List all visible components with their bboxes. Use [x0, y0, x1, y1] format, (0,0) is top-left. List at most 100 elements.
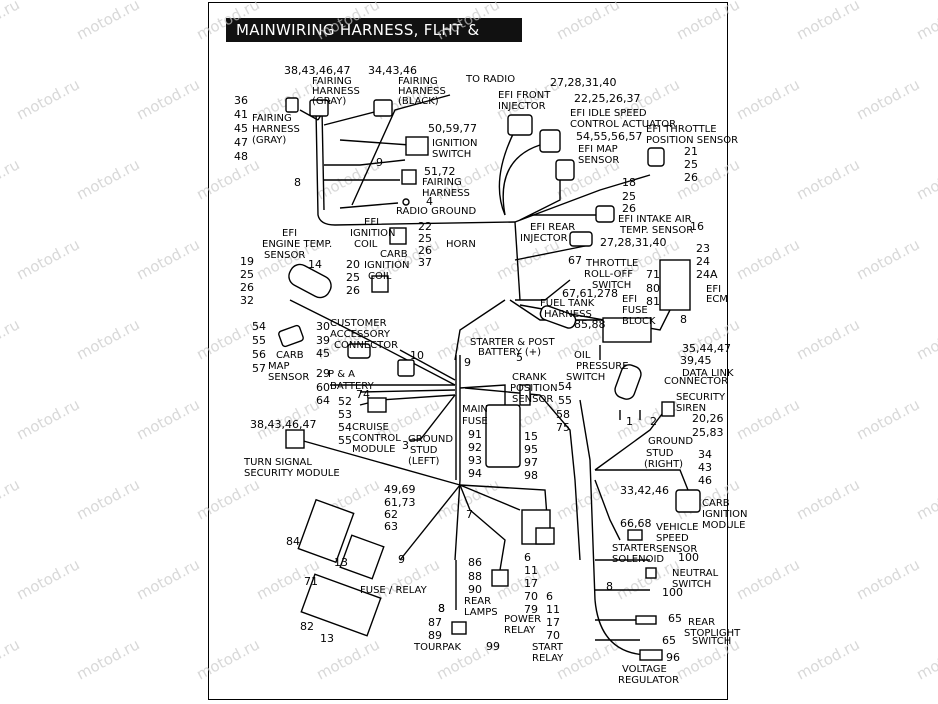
label-fairing-gray-2-7: (GRAY): [252, 135, 286, 146]
label-fairing-gray-1-0: 38,43,46,47: [284, 64, 350, 77]
watermark-text: motod.ru: [733, 555, 802, 603]
carb-map-sensor: [278, 324, 304, 348]
label-fuel-tank-harness-2: 85,88: [574, 318, 606, 331]
label-throttle-rolloff-4: 67,61,278: [562, 287, 618, 300]
label-efi-throttle-3: 21: [684, 145, 698, 158]
label-main-fuse-right-0: 15: [524, 430, 538, 443]
label-efi-engine-temp-5: 26: [240, 281, 254, 294]
starter-solenoid-connector: [627, 529, 643, 541]
label-customer-accessory-2: 45: [316, 347, 330, 360]
label-efi-throttle-4: 25: [684, 158, 698, 171]
label-ground-stud-left-0: GROUND: [408, 434, 453, 445]
label-efi-idle-2: CONTROL ACTUATOR: [570, 119, 676, 130]
label-rear-lamps-3: 90: [468, 583, 482, 596]
watermark-text: motod.ru: [853, 75, 922, 123]
label-fairing-black-0: 34,43,46: [368, 64, 417, 77]
label-carb-ignition-coil-4: 25: [346, 271, 360, 284]
label-main-fuse-1: FUSE: [462, 416, 488, 427]
label-voltage-regulator-1: VOLTAGE: [622, 664, 667, 675]
watermark-text: motod.ru: [193, 155, 262, 203]
label-throttle-rolloff-2: ROLL-OFF: [584, 269, 633, 280]
label-efi-engine-temp-2: SENSOR: [264, 250, 305, 261]
label-start-relay-3: 70: [546, 629, 560, 642]
label-efi-ecm-7: 81: [646, 295, 660, 308]
label-turn-signal-2: SECURITY MODULE: [244, 468, 340, 479]
label-ground-stud-right-2: (RIGHT): [644, 459, 683, 470]
label-turn-signal-0: 38,43,46,47: [250, 418, 316, 431]
watermark-text: motod.ru: [13, 75, 82, 123]
label-efi-intake-2: 26: [622, 202, 636, 215]
label-fairing-harness-2-2: HARNESS: [422, 188, 470, 199]
fairing-connector-black: [373, 99, 393, 117]
crank-position-body: [519, 384, 531, 406]
watermark-text: motod.ru: [313, 0, 382, 44]
efi-front-injector: [507, 114, 533, 136]
label-ground-stud-right-4: 2: [650, 415, 657, 428]
label-ignition-switch-1: IGNITION: [432, 138, 478, 149]
label-neutral-switch-2: SWITCH: [672, 579, 711, 590]
label-crank-position-2: SENSOR: [512, 394, 553, 405]
label-carb-ignition-module-1: 43: [698, 461, 712, 474]
watermark-text: motod.ru: [853, 555, 922, 603]
label-carb-ignition-module-3: CARB: [702, 498, 730, 509]
label-customer-accessory-3: CUSTOMER: [330, 318, 387, 329]
label-fairing-gray-2-5: FAIRING: [252, 113, 292, 124]
label-fairing-gray-2-0: 36: [234, 94, 248, 107]
label-data-link-0: 35,44,47: [682, 342, 731, 355]
label-turn-signal-1: TURN SIGNAL: [243, 457, 312, 468]
label-ignition-switch-0: 50,59,77: [428, 122, 477, 135]
label-efi-engine-temp-3: 19: [240, 255, 254, 268]
label-rear-lamps-5: LAMPS: [464, 607, 498, 618]
label-ground-stud-right-3: 1: [626, 415, 633, 428]
label-efi-fuse-block-0: EFI: [622, 294, 637, 305]
start-relay: [535, 527, 555, 545]
label-fuel-tank-harness-1: HARNESS: [544, 309, 592, 320]
efi-engine-temp: [288, 263, 332, 299]
label-rear-lamps-4: REAR: [464, 596, 491, 607]
watermark-text: motod.ru: [133, 75, 202, 123]
label-efi-ignition-coil-4: 25: [418, 232, 432, 245]
efi-intake-sensor: [595, 205, 615, 223]
label-main-fuse-right-2: 97: [524, 456, 538, 469]
label-customer-accessory-1: 39: [316, 334, 330, 347]
label-efi-engine-temp-1: ENGINE TEMP.: [262, 239, 332, 250]
label-p-a-battery-3: P & A: [328, 369, 355, 380]
label-data-link-2: DATA LINK: [682, 368, 734, 379]
watermark-text: motod.ru: [73, 475, 142, 523]
label-main-fuse-0: MAIN: [462, 404, 488, 415]
watermark-text: motod.ru: [733, 75, 802, 123]
label-cruise-control-3: 55: [338, 434, 352, 447]
label-carb-ignition-module-4: IGNITION: [702, 509, 748, 520]
regulator-connector: [639, 649, 663, 661]
label-carb-ignition-coil-2: COIL: [368, 271, 392, 282]
watermark-text: motod.ru: [793, 0, 862, 44]
label-neutral-switch-0: 100: [678, 551, 699, 564]
label-efi-ignition-coil-2: COIL: [354, 239, 378, 250]
main-fuse-body: [485, 404, 521, 468]
label-efi-intake-5: 16: [690, 220, 704, 233]
label-carb-ignition-coil-5: 26: [346, 284, 360, 297]
label-fuel-tank-harness-0: FUEL TANK: [540, 298, 595, 309]
label-fairing-black-3: (BLACK): [398, 96, 439, 107]
label-efi-ecm-3: EFI: [706, 284, 721, 295]
label-p-a-battery-0: 29: [316, 367, 330, 380]
watermark-text: motod.ru: [793, 155, 862, 203]
fuse-relay-box: [339, 534, 385, 580]
label-misc-numbers-2: 9: [464, 356, 471, 369]
label-ground-stud-right-1: STUD: [646, 448, 674, 459]
label-fairing-gray-2-2: 45: [234, 122, 248, 135]
label-efi-front-injector-2: INJECTOR: [498, 101, 546, 112]
radio-ground-stud: [402, 198, 410, 206]
label-efi-ecm-5: 71: [646, 268, 660, 281]
watermark-text: motod.ru: [0, 635, 23, 683]
label-power-relay-1: 11: [524, 564, 538, 577]
label-carb-map-0: 54: [252, 320, 266, 333]
label-starter-post-2: 5: [516, 351, 523, 364]
label-oil-pressure-4: 55: [558, 394, 572, 407]
cruise-control-connector: [367, 397, 387, 413]
label-fuse-relay-10: 13: [320, 632, 334, 645]
label-p-a-battery-1: 60: [316, 381, 330, 394]
label-efi-map-1: SENSOR: [578, 155, 619, 166]
watermark-text: motod.ru: [913, 475, 938, 523]
label-power-relay-4: 79: [524, 603, 538, 616]
